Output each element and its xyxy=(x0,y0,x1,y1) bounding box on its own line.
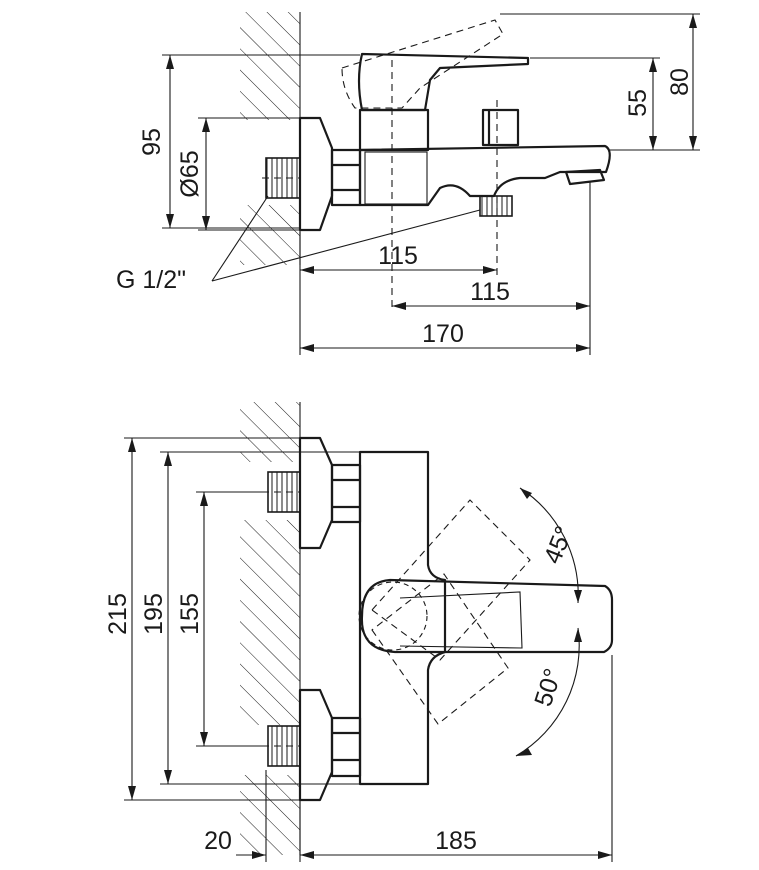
lever-handle-front xyxy=(360,578,614,654)
dim-95: 95 xyxy=(138,54,360,229)
handle-bevel-front xyxy=(399,591,523,649)
label-170: 170 xyxy=(422,320,464,348)
wall-flange-side xyxy=(298,116,334,232)
label-45: 45° xyxy=(539,522,579,568)
label-155: 155 xyxy=(176,593,204,635)
ghost-handle-up xyxy=(371,499,531,661)
connector-nut-side xyxy=(330,148,362,207)
cartridge-column-side xyxy=(358,108,430,152)
label-195: 195 xyxy=(140,593,168,635)
wall-hatching-top xyxy=(240,12,301,265)
thread-callout: G 1/2" xyxy=(116,195,481,294)
label-115-a: 115 xyxy=(378,242,418,270)
label-115-b: 115 xyxy=(470,278,510,306)
dim-80: 80 xyxy=(500,13,700,151)
dim-dia65: Ø65 xyxy=(176,117,300,231)
label-20: 20 xyxy=(204,827,232,855)
dim-185: 185 xyxy=(300,655,613,862)
upper-thread-front xyxy=(267,471,301,513)
lower-nut-front xyxy=(330,716,362,778)
angle-50: 50° xyxy=(515,627,582,757)
spout-outlet-side xyxy=(564,168,606,186)
wall-hatching-bottom xyxy=(240,402,301,855)
upper-nut-front xyxy=(330,463,362,524)
dim-170: 170 xyxy=(300,320,590,352)
ghost-handle-down xyxy=(371,573,509,725)
label-g12: G 1/2" xyxy=(116,266,186,294)
upper-flange-front xyxy=(298,436,334,550)
dim-155: 155 xyxy=(176,491,268,747)
side-view: 95 Ø65 80 55 xyxy=(116,12,700,355)
mixer-body-front xyxy=(358,450,447,786)
dim-195: 195 xyxy=(140,451,360,785)
front-view: 45° 50° 215 195 xyxy=(104,402,614,862)
label-55: 55 xyxy=(624,89,652,117)
diverter-knob-side xyxy=(481,108,520,147)
lever-handle-side xyxy=(357,52,530,112)
dim-115-spout: 115 xyxy=(299,232,497,355)
mixer-body-side xyxy=(358,144,611,207)
label-215: 215 xyxy=(104,593,132,635)
label-50: 50° xyxy=(529,665,567,710)
label-80: 80 xyxy=(666,68,694,96)
label-dia65: Ø65 xyxy=(176,150,204,197)
inlet-thread-side xyxy=(265,157,301,199)
label-95: 95 xyxy=(138,128,166,156)
dim-215: 215 xyxy=(104,437,300,801)
lower-thread-front xyxy=(267,725,301,767)
dim-55: 55 xyxy=(530,57,660,150)
label-185: 185 xyxy=(435,827,477,855)
lever-handle-ghost-side xyxy=(341,19,504,109)
shower-outlet-thread-side xyxy=(479,195,513,217)
dim-115-handle: 115 xyxy=(392,182,591,355)
